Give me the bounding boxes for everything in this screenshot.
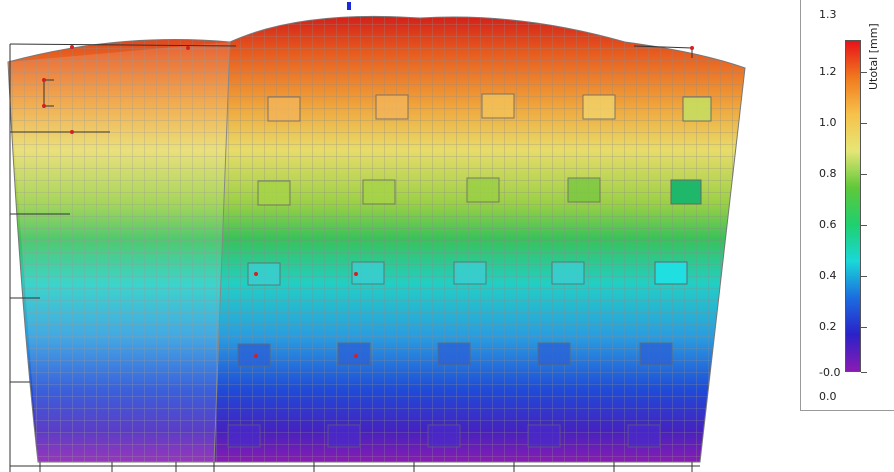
legend-max-label: 1.3 [819, 8, 837, 21]
legend-tick-0-8: 0.8 [819, 167, 837, 180]
side-face [8, 42, 230, 462]
color-legend: 1.3 Utotal [mm] 1.2 1.0 0.8 0.6 0.4 0.2 … [800, 0, 894, 411]
legend-tick-0-4: 0.4 [819, 269, 837, 282]
legend-tick-neg-0-0: -0.0 [819, 366, 841, 379]
color-bar [845, 40, 861, 372]
legend-tick-0-6: 0.6 [819, 218, 837, 231]
deformed-mesh-view[interactable] [0, 0, 790, 472]
window-openings [227, 93, 712, 448]
ground-line [10, 462, 700, 472]
top-marker [347, 2, 351, 10]
legend-tick-1-0: 1.0 [819, 116, 837, 129]
legend-tick-0-2: 0.2 [819, 320, 837, 333]
legend-quantity-label: Utotal [mm] [867, 23, 880, 90]
legend-min-label: 0.0 [819, 390, 837, 403]
support-nodes [42, 45, 694, 358]
legend-tick-1-2: 1.2 [819, 65, 837, 78]
load-indicators [9, 43, 693, 472]
